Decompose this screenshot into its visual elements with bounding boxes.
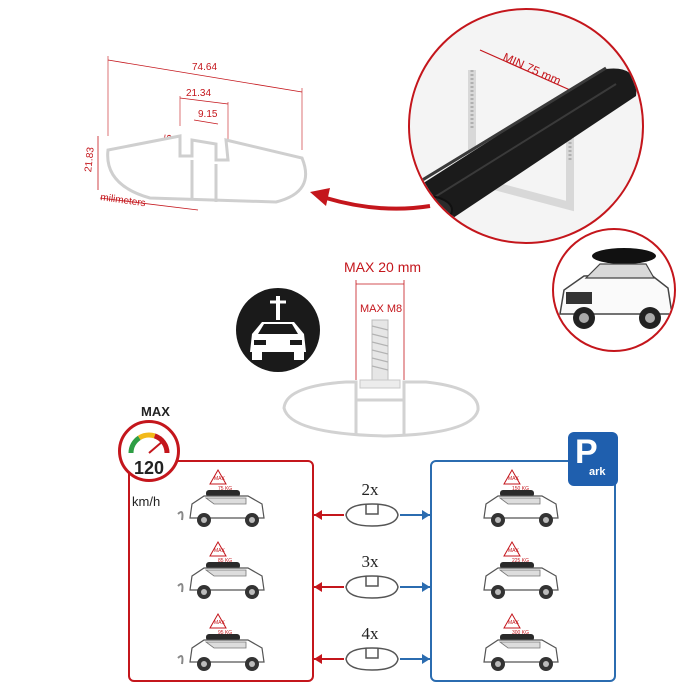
- max-width-label: MAX 20 mm: [344, 259, 421, 275]
- svg-text:150 KG: 150 KG: [512, 486, 529, 492]
- svg-text:85 KG: 85 KG: [218, 558, 232, 564]
- car-with-bike-badge: [236, 288, 320, 372]
- svg-text:75 KG: 75 KG: [218, 486, 232, 492]
- max-thread-label: MAX M8: [360, 303, 402, 315]
- roof-bar-zoom-view: MIN 75 mm: [408, 8, 644, 244]
- arrow-icon: [310, 188, 431, 211]
- parked-car-icon: MAX 150 KG: [470, 468, 570, 530]
- max-speed-label: MAX: [141, 404, 170, 419]
- roof-bar-icon: MIN 75 mm: [410, 49, 637, 225]
- bar-count-label: 2x: [361, 480, 379, 499]
- profile-channel-width-label: 21.34: [186, 88, 211, 99]
- roof-bar-profile-diagram: 74.64 21.34 9.15 4.5 21.83 milimeters: [83, 56, 308, 211]
- suv-car-badge: [552, 228, 676, 352]
- driving-car-icon: MAX 95 KG: [176, 612, 276, 674]
- svg-text:MAX: MAX: [508, 476, 520, 482]
- parked-car-icon: MAX 225 KG: [470, 540, 570, 602]
- svg-text:300 KG: 300 KG: [512, 630, 529, 636]
- profile-height-label: 21.83: [83, 146, 97, 172]
- suv-car-icon: [559, 248, 673, 329]
- speedometer-icon: [118, 420, 180, 482]
- parked-car-icon: MAX 300 KG: [470, 612, 570, 674]
- car-with-bike-icon: [250, 296, 306, 360]
- bar-count-label: 4x: [361, 624, 379, 643]
- svg-text:MAX: MAX: [214, 476, 226, 482]
- bar-connector: [312, 644, 432, 679]
- bolt-icon: [359, 319, 401, 389]
- bar-connector: [312, 500, 432, 535]
- profile-slot-width-label: 9.15: [198, 109, 218, 120]
- bar-count-label: 3x: [361, 552, 379, 571]
- profile-width-label: 74.64: [192, 62, 217, 73]
- speed-unit: km/h: [132, 494, 161, 509]
- bar-connector: [312, 572, 432, 607]
- parked-load-panel: [430, 460, 616, 682]
- park-word: ark: [589, 466, 606, 478]
- driving-car-icon: MAX 85 KG: [176, 540, 276, 602]
- bolt-spacing-label: MIN 75 mm: [501, 50, 563, 88]
- bolt-diagram: MAX 20 mm MAX M8: [282, 259, 480, 438]
- svg-text:MAX: MAX: [508, 620, 520, 626]
- svg-text:MAX: MAX: [508, 548, 520, 554]
- park-letter: P: [575, 433, 598, 471]
- svg-text:95 KG: 95 KG: [218, 630, 232, 636]
- parking-sign-icon: P ark: [568, 432, 618, 486]
- svg-text:MAX: MAX: [214, 620, 226, 626]
- driving-load-panel: [128, 460, 314, 682]
- max-speed-value: 120: [133, 458, 165, 478]
- driving-car-icon: MAX 75 KG: [176, 468, 276, 530]
- svg-text:225 KG: 225 KG: [512, 558, 529, 564]
- svg-text:MAX: MAX: [214, 548, 226, 554]
